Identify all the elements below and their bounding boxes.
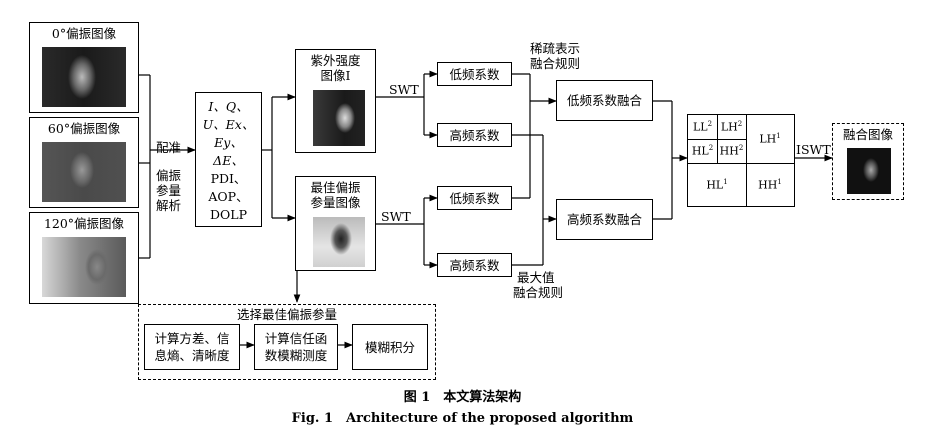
param-dolp: DOLP	[210, 207, 247, 222]
parse-label-1: 偏振	[156, 168, 182, 183]
cell-hh1: HH1	[758, 178, 782, 192]
wavelet-grid: LL2 LH2 HL2 HH2 LH1 HL1 HH1	[687, 114, 795, 207]
low-coef-top-box: 低频系数	[437, 62, 512, 86]
low-fusion-box: 低频系数融合	[556, 80, 653, 121]
param-pdi: PDI、	[210, 171, 247, 186]
sparse-rule-label-2: 融合规则	[530, 56, 581, 71]
fused-image-label: 融合图像	[842, 127, 893, 142]
step-integral-label: 模糊积分	[364, 340, 415, 355]
input-60deg-box: 60°偏振图像	[29, 117, 139, 208]
fused-image-box: 融合图像	[832, 123, 904, 200]
high-coef-top-box: 高频系数	[437, 123, 512, 147]
low-coef-top-label: 低频系数	[449, 67, 500, 82]
select-best-param-group: 选择最佳偏振参量	[138, 304, 436, 380]
input-120deg-box: 120°偏振图像	[29, 212, 139, 304]
caption-chinese: 图 1 本文算法架构	[403, 390, 522, 405]
uv-intensity-image	[313, 90, 365, 146]
iswt-label: ISWT	[796, 142, 831, 157]
polarization-image-60deg	[42, 142, 126, 202]
param-ey: Ey、	[214, 135, 243, 150]
polarization-image-0deg	[42, 47, 126, 107]
input-0deg-box: 0°偏振图像	[29, 22, 139, 113]
parameters-box: I、Q、 U、Ex、 Ey、 ΔE、 PDI、 AOP、 DOLP	[195, 92, 262, 227]
uv-title-1: 紫外强度	[310, 53, 361, 68]
input-120deg-label: 120°偏振图像	[43, 216, 125, 231]
max-rule-label-1: 最大值	[517, 270, 555, 285]
best-param-image	[313, 217, 365, 267]
param-iq: I、Q、	[208, 99, 249, 114]
high-coef-bottom-label: 高频系数	[449, 258, 500, 273]
step-integral-box: 模糊积分	[352, 324, 428, 370]
best-title-1: 最佳偏振	[310, 180, 361, 195]
max-rule-label-2: 融合规则	[513, 285, 564, 300]
step-trust-1: 计算信任函	[264, 331, 328, 346]
input-60deg-label: 60°偏振图像	[47, 121, 121, 136]
input-0deg-label: 0°偏振图像	[51, 26, 117, 41]
step-variance-box: 计算方差、信 息熵、清晰度	[144, 324, 240, 370]
fused-image	[847, 148, 891, 194]
uv-title-2: 图像I	[320, 68, 351, 83]
best-title-2: 参量图像	[310, 195, 361, 210]
low-coef-bottom-label: 低频系数	[449, 191, 500, 206]
param-uex: U、Ex、	[202, 117, 255, 132]
cell-hl2: HL2	[691, 144, 714, 158]
parse-label-2: 参量	[156, 183, 182, 198]
step-variance-1: 计算方差、信	[154, 331, 230, 346]
parse-label-3: 解析	[156, 198, 182, 213]
high-fusion-label: 高频系数融合	[566, 212, 642, 227]
caption-english: Fig. 1 Architecture of the proposed algo…	[291, 411, 634, 426]
step-trust-box: 计算信任函 数模糊测度	[254, 324, 338, 370]
param-aop: AOP、	[208, 189, 249, 204]
best-param-box: 最佳偏振 参量图像	[295, 176, 376, 271]
cell-hh2: HH2	[719, 144, 744, 158]
select-title: 选择最佳偏振参量	[236, 307, 337, 322]
uv-intensity-box: 紫外强度 图像I	[295, 49, 376, 153]
swt-label-top: SWT	[389, 82, 419, 97]
low-coef-bottom-box: 低频系数	[437, 186, 512, 210]
cell-lh1: LH1	[759, 132, 781, 146]
cell-lh2: LH2	[720, 120, 743, 134]
register-label: 配准	[156, 140, 182, 155]
step-trust-2: 数模糊测度	[264, 348, 328, 363]
low-fusion-label: 低频系数融合	[566, 93, 642, 108]
sparse-rule-label-1: 稀疏表示	[530, 41, 581, 56]
polarization-image-120deg	[42, 237, 126, 297]
high-coef-bottom-box: 高频系数	[437, 253, 512, 277]
cell-ll2: LL2	[692, 120, 713, 134]
cell-hl1: HL1	[706, 178, 728, 192]
swt-label-bottom: SWT	[381, 209, 411, 224]
param-delta-e: ΔE、	[213, 153, 244, 168]
step-variance-2: 息熵、清晰度	[154, 348, 230, 363]
high-coef-top-label: 高频系数	[449, 128, 500, 143]
high-fusion-box: 高频系数融合	[556, 199, 653, 240]
